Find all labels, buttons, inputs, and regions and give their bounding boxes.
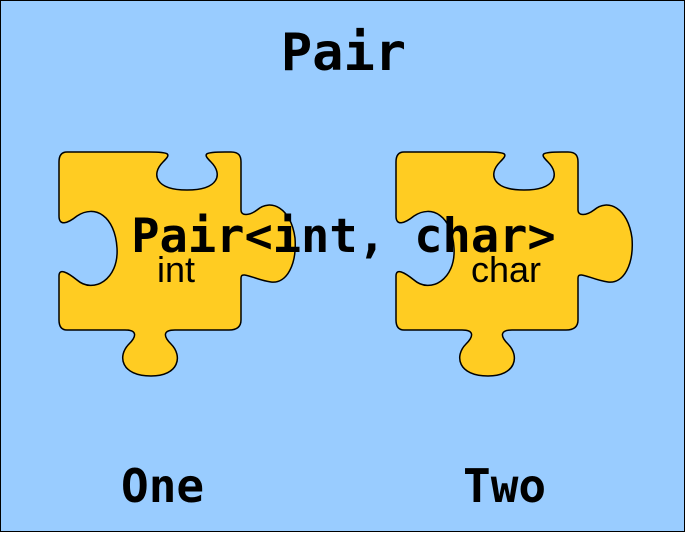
pair-type-overlay: Pair<int, char> (131, 209, 556, 264)
member-label-two: Two (463, 459, 547, 513)
piece-type-label-int: int (157, 249, 196, 290)
member-label-one: One (121, 459, 205, 513)
piece-type-label-char: char (471, 249, 542, 290)
slide-title: Pair (280, 23, 407, 83)
